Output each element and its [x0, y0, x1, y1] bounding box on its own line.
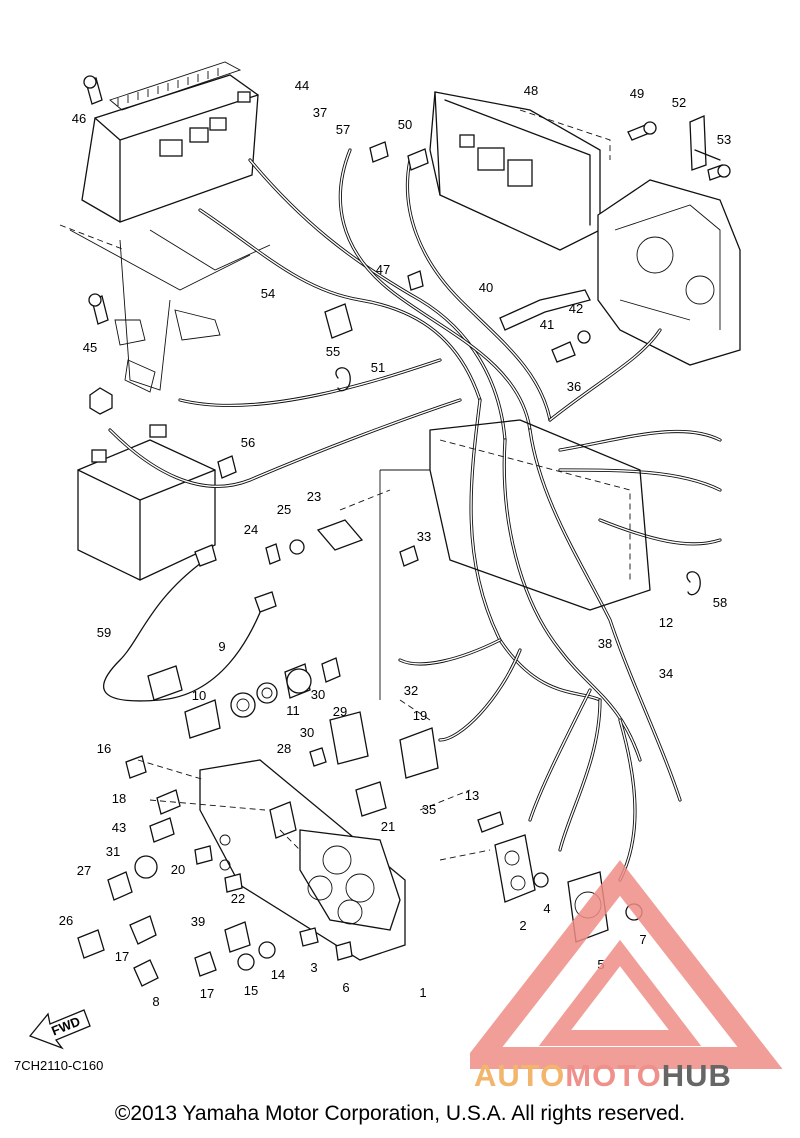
battery [77, 387, 216, 581]
control-unit [81, 61, 259, 223]
callout-26: 26 [59, 913, 73, 928]
callout-43: 43 [112, 820, 126, 835]
callout-47: 47 [376, 262, 390, 277]
callout-24: 24 [244, 522, 258, 537]
bolt-49 [627, 121, 657, 141]
control-panel-plate [199, 759, 406, 961]
callout-36: 36 [567, 379, 581, 394]
callout-20: 20 [171, 862, 185, 877]
nut-4 [533, 872, 549, 888]
callout-17: 17 [115, 949, 129, 964]
callout-9: 9 [218, 639, 225, 654]
callout-14: 14 [271, 967, 285, 982]
bracket-52 [689, 115, 721, 171]
diagram-code: 7CH2110-C160 [14, 1058, 104, 1073]
callout-37: 37 [313, 105, 327, 120]
copyright-notice: ©2013 Yamaha Motor Corporation, U.S.A. A… [114, 1102, 686, 1125]
callout-2: 2 [519, 918, 526, 933]
callout-55: 55 [326, 344, 340, 359]
callout-7: 7 [639, 932, 646, 947]
callout-17: 17 [200, 986, 214, 1001]
callout-52: 52 [672, 95, 686, 110]
callout-28: 28 [277, 741, 291, 756]
callout-12: 12 [659, 615, 673, 630]
bolt-53 [707, 164, 731, 181]
misc-parts [217, 141, 701, 596]
callout-31: 31 [106, 844, 120, 859]
watermark-logo [470, 860, 783, 1069]
callout-41: 41 [540, 317, 554, 332]
wire-harness [108, 148, 722, 882]
callout-33: 33 [417, 529, 431, 544]
callout-32: 32 [404, 683, 418, 698]
callout-25: 25 [277, 502, 291, 517]
callout-44: 44 [295, 78, 309, 93]
callout-53: 53 [717, 132, 731, 147]
callout-21: 21 [381, 819, 395, 834]
callout-42: 42 [569, 301, 583, 316]
callout-40: 40 [479, 280, 493, 295]
callout-8: 8 [152, 994, 159, 1009]
callout-29: 29 [333, 704, 347, 719]
watermark-auto: AUTO [474, 1058, 566, 1093]
callout-19: 19 [413, 708, 427, 723]
callout-46: 46 [72, 111, 86, 126]
callout-4: 4 [543, 901, 550, 916]
callout-15: 15 [244, 983, 258, 998]
watermark-hub: HUB [661, 1058, 732, 1093]
control-box [429, 91, 611, 251]
callout-18: 18 [112, 791, 126, 806]
callout-11: 11 [286, 703, 300, 718]
callout-50: 50 [398, 117, 412, 132]
callout-13: 13 [465, 788, 479, 803]
engine-block [597, 179, 741, 366]
callout-49: 49 [630, 86, 644, 101]
watermark-moto: MOTO [565, 1058, 662, 1093]
bolt-46 [83, 75, 103, 105]
callout-numbers: 1234567891011121314151617171819202122232… [59, 78, 731, 1009]
callout-56: 56 [241, 435, 255, 450]
callout-39: 39 [191, 914, 205, 929]
callout-16: 16 [97, 741, 111, 756]
callout-35: 35 [422, 802, 436, 817]
callout-51: 51 [371, 360, 385, 375]
callout-27: 27 [77, 863, 91, 878]
key-switch-assembly [184, 657, 439, 817]
callout-23: 23 [307, 489, 321, 504]
watermark-text: AUTOMOTOHUB [474, 1058, 732, 1094]
callout-45: 45 [83, 340, 97, 355]
callout-5: 5 [597, 957, 604, 972]
callout-48: 48 [524, 83, 538, 98]
bolt-45 [88, 293, 109, 325]
callout-59: 59 [97, 625, 111, 640]
receptacle-2 [494, 834, 536, 903]
callout-58: 58 [713, 595, 727, 610]
frame-12 [379, 419, 651, 700]
callout-1: 1 [419, 985, 426, 1000]
panel-hardware [77, 755, 504, 987]
callout-10: 10 [192, 688, 206, 703]
callout-30: 30 [300, 725, 314, 740]
frame-bracket [69, 229, 271, 393]
callout-30: 30 [311, 687, 325, 702]
callout-38: 38 [598, 636, 612, 651]
callout-54: 54 [261, 286, 275, 301]
fwd-arrow: FWD [28, 1009, 91, 1050]
callout-3: 3 [310, 960, 317, 975]
leader-lines [59, 224, 491, 861]
callout-34: 34 [659, 666, 673, 681]
callout-22: 22 [231, 891, 245, 906]
battery-cable-59 [102, 544, 277, 702]
callout-6: 6 [342, 980, 349, 995]
callout-57: 57 [336, 122, 350, 137]
